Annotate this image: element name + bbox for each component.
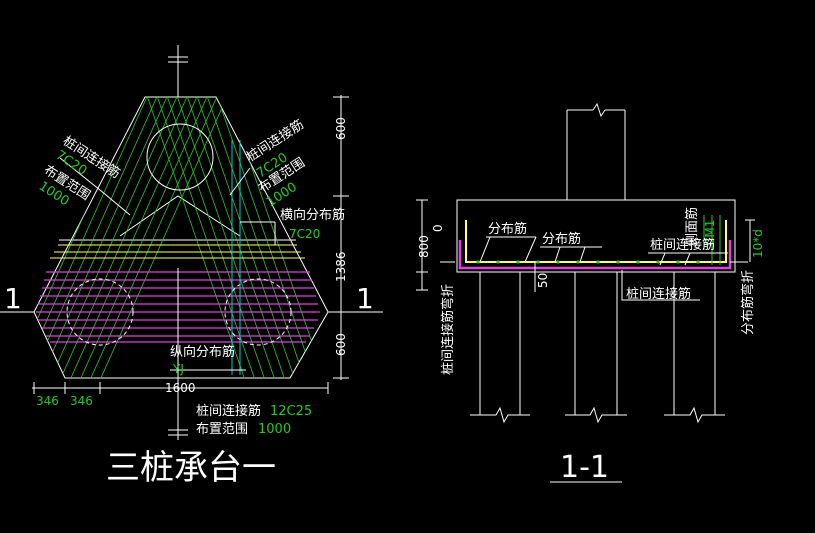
conn-label-bottom: 桩间连接筋 [626,286,691,302]
section-mark-left: 1 [4,282,22,315]
dim-800: 800 [417,235,431,258]
dim-346-a: 346 [36,394,59,408]
plan-view [0,45,383,440]
transverse-bars [50,244,305,259]
dim-600-top: 600 [334,117,348,140]
dist-label-2: 分布筋 [542,231,581,247]
cap-section-outline [456,199,736,273]
yellow-rebar [465,220,727,263]
cm-label: CM1 [703,220,717,246]
bottom-rebar-label: 桩间连接筋 [196,403,261,419]
conn-label-top: 桩间连接筋 [650,237,715,253]
left-bend-label: 桩间连接筋弯折 [440,284,456,375]
side-label: 侧面筋 [684,207,700,246]
plan-title: 三桩承台一 [106,448,276,488]
dist-label-1: 分布筋 [488,221,527,237]
bottom-rebar-spec: 12C25 [270,404,312,419]
dim-1386: 1386 [334,251,348,282]
dim-10d: 10*d [751,229,765,258]
yj-label: YJ [172,362,184,376]
transverse-spec: 7C20 [289,227,320,241]
bottom-range-value: 1000 [258,422,291,437]
transverse-label: 横向分布筋 [280,207,345,223]
dim-50: 50 [536,273,550,288]
green-hatch [34,97,326,378]
section-view [416,102,755,424]
bottom-range-label: 布置范围 [196,422,248,437]
right-bend-label: 分布筋弯折 [740,270,756,335]
section-title: 1-1 [560,450,609,485]
longitudinal-label: 纵向分布筋 [170,344,235,360]
section-mark-right: 1 [356,282,374,315]
pile-bottom-right [224,278,292,346]
magenta-rebar [458,240,732,270]
pile-bottom-left [66,278,134,346]
dim-1600: 1600 [165,381,196,395]
dim-0: 0 [431,224,445,232]
dim-600-bottom: 600 [334,333,348,356]
dim-346-b: 346 [70,394,93,408]
pile-top [146,123,214,191]
